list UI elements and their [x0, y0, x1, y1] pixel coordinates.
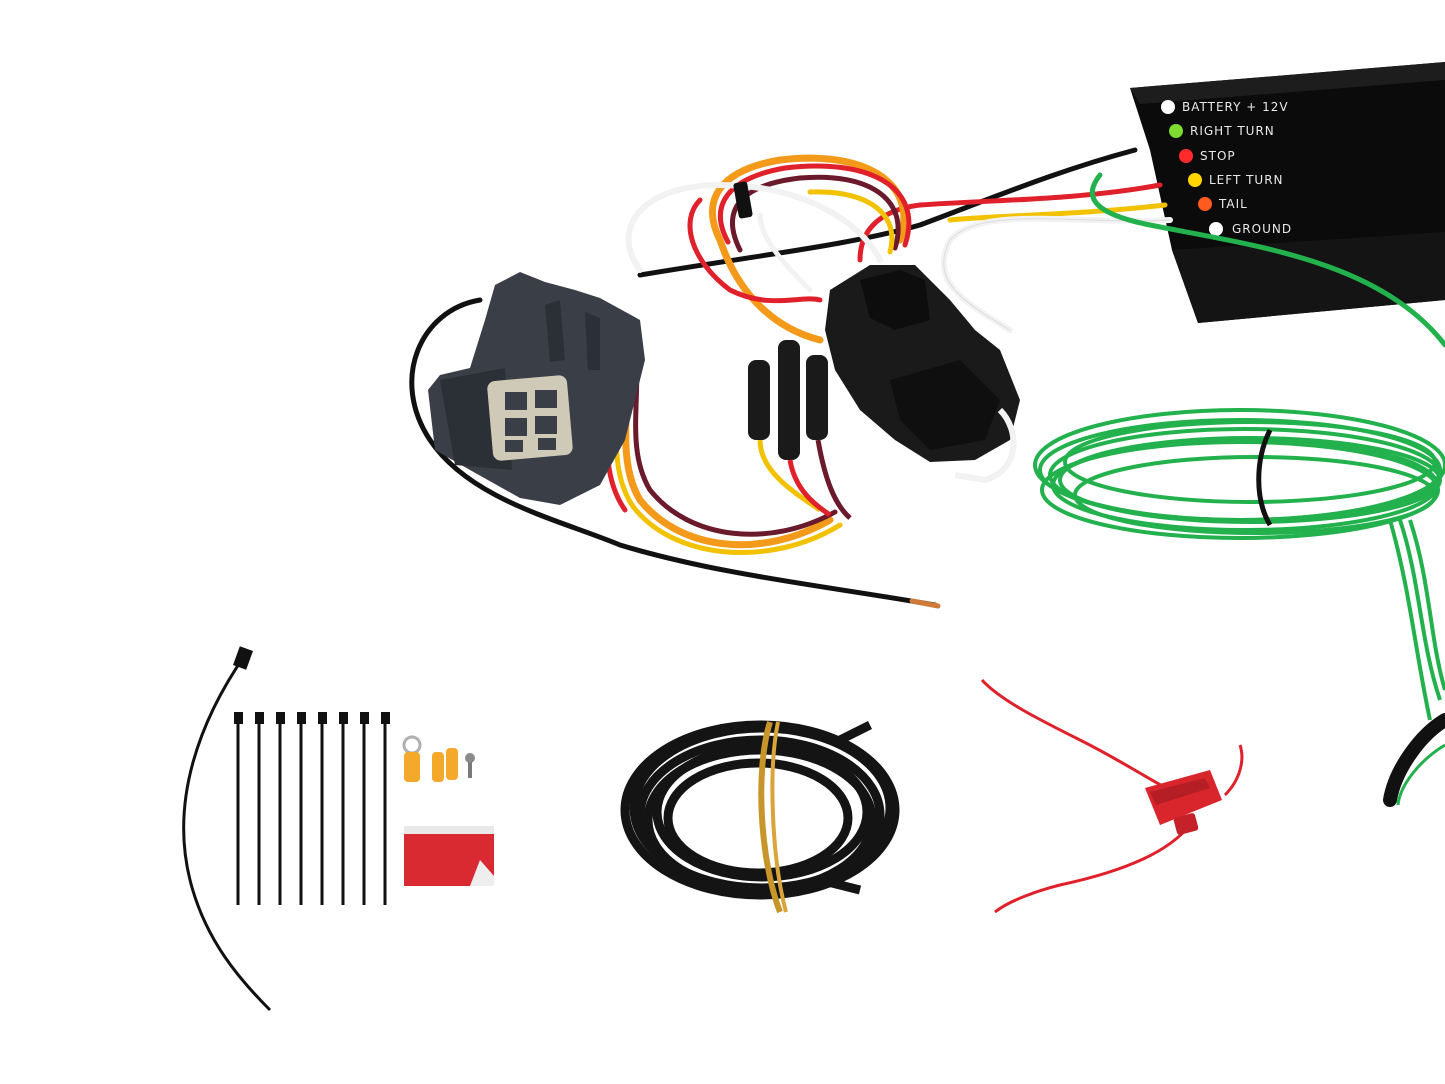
box-label-list: BATTERY + 12V RIGHT TURN STOP LEFT TURN …: [1161, 100, 1292, 236]
label-battery: BATTERY + 12V: [1161, 100, 1289, 114]
small-zip-tie: [381, 712, 390, 905]
fuse-holder-wire: [980, 678, 1244, 914]
converter-box: BATTERY + 12V RIGHT TURN STOP LEFT TURN …: [1130, 62, 1445, 323]
double-sided-tape: [404, 826, 494, 886]
ring-terminal: [402, 735, 422, 782]
label-stop: STOP: [1179, 149, 1236, 163]
ring-terminal-icon: [402, 735, 422, 755]
fuse-holder: [1145, 770, 1222, 835]
small-zip-tie: [360, 712, 369, 905]
led-ground-icon: [1209, 222, 1223, 236]
small-zip-tie: [276, 712, 285, 905]
label-tail: TAIL: [1198, 197, 1248, 211]
heat-shrink-splices: [748, 340, 852, 520]
bundle-zip-tie: [733, 181, 753, 219]
label-battery-text: BATTERY + 12V: [1182, 100, 1289, 114]
label-stop-text: STOP: [1200, 149, 1236, 163]
gray-socket-connector: [428, 272, 645, 505]
butt-connectors: [432, 748, 458, 782]
label-right-turn: RIGHT TURN: [1169, 124, 1275, 138]
small-zip-tie: [339, 712, 348, 905]
small-zip-tie: [318, 712, 327, 905]
led-battery-icon: [1161, 100, 1175, 114]
long-zip-tie: [182, 646, 272, 1012]
led-tail-icon: [1198, 197, 1212, 211]
label-ground: GROUND: [1209, 222, 1292, 236]
small-zip-tie: [234, 712, 243, 905]
black-plug-connector: [825, 265, 1020, 484]
rubber-band: [758, 721, 788, 914]
led-stop-icon: [1179, 149, 1193, 163]
label-right-turn-text: RIGHT TURN: [1190, 124, 1275, 138]
led-right-turn-icon: [1169, 124, 1183, 138]
label-left-turn-text: LEFT TURN: [1209, 173, 1284, 187]
label-left-turn: LEFT TURN: [1188, 173, 1284, 187]
label-tail-text: TAIL: [1218, 197, 1248, 211]
small-zip-tie: [255, 712, 264, 905]
small-zip-tie: [297, 712, 306, 905]
screw: [465, 753, 475, 778]
green-coil-tie: [1256, 428, 1273, 527]
label-ground-text: GROUND: [1232, 222, 1292, 236]
small-zip-ties: [234, 712, 390, 905]
led-left-turn-icon: [1188, 173, 1202, 187]
green-wire-coil: [1033, 408, 1445, 721]
edge-black-cable: [1383, 713, 1445, 807]
